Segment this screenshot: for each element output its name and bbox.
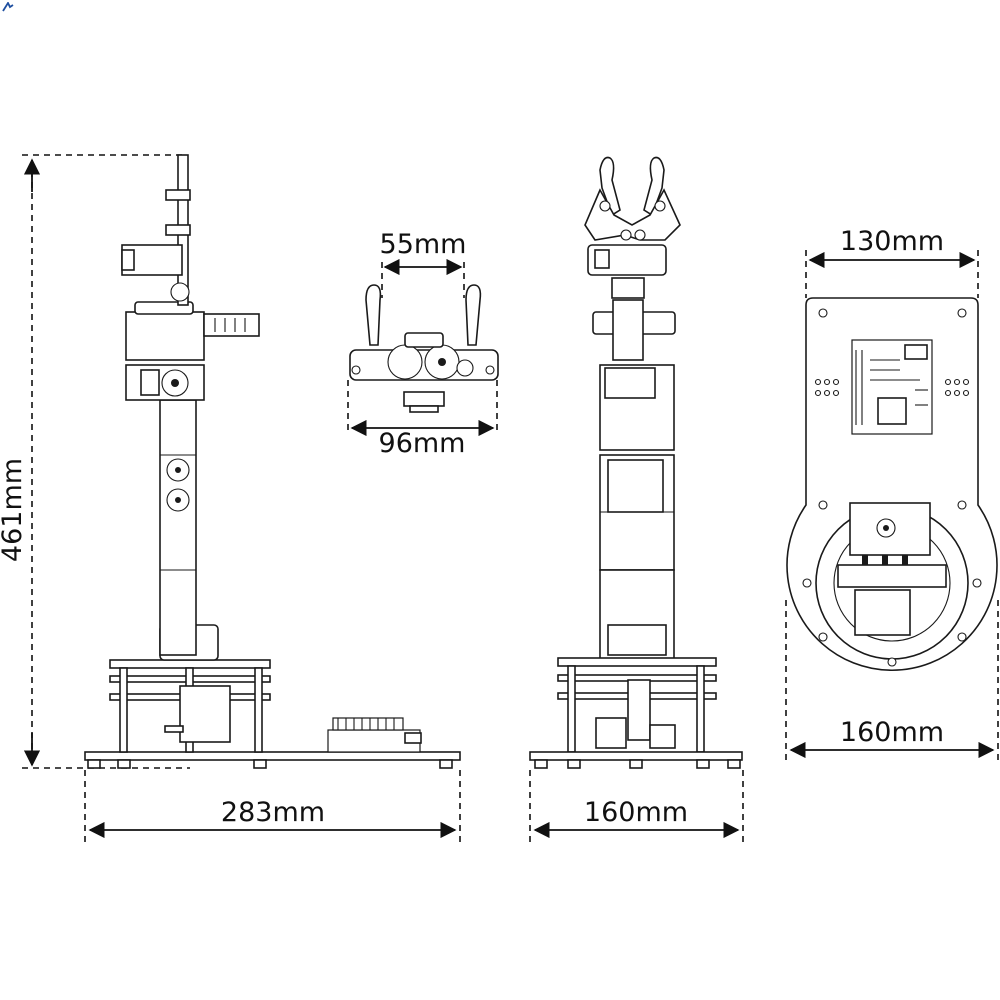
front-width-label: 160mm <box>584 797 688 828</box>
base-length-dimension: 283mm <box>84 770 461 845</box>
top-plate-label: 130mm <box>840 226 944 257</box>
base-plate-label: 160mm <box>840 717 944 748</box>
gripper-width-dimension: 96mm <box>347 380 498 459</box>
gripper-width-label: 96mm <box>379 428 466 459</box>
side-view: 461mm <box>0 154 461 845</box>
side-base <box>84 659 461 769</box>
base-length-label: 283mm <box>221 797 325 828</box>
height-dimension-label: 461mm <box>0 458 28 562</box>
front-width-dimension: 160mm <box>529 770 744 845</box>
side-arm <box>121 154 260 661</box>
height-dimension: 461mm <box>0 154 190 769</box>
gripper-opening-label: 55mm <box>380 229 467 260</box>
gripper-detail: 55mm 96mm <box>347 229 499 459</box>
logo-mark-icon <box>2 2 14 12</box>
front-view: 160mm <box>529 156 744 845</box>
top-view: 130mm <box>785 226 999 765</box>
base-plate-dimension: 160mm <box>785 600 999 765</box>
gripper-opening-dimension: 55mm <box>380 229 467 298</box>
top-plate-dimension: 130mm <box>805 226 979 298</box>
